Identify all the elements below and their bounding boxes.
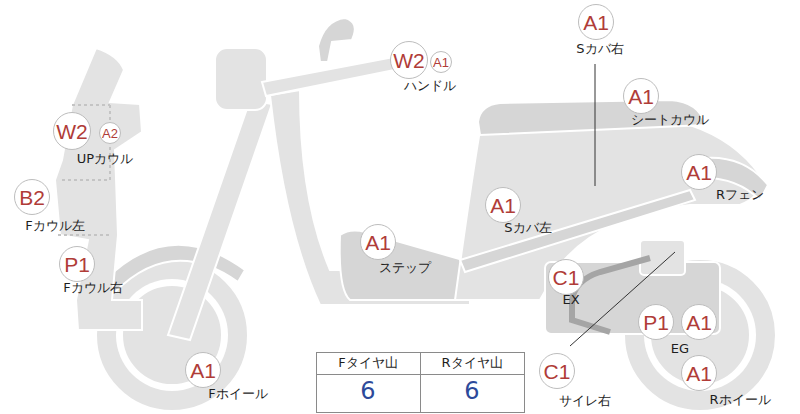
callout-code: C1	[553, 267, 580, 288]
mirror	[318, 18, 355, 62]
part-name: Fホイール	[208, 387, 267, 401]
part-name: ハンドル	[404, 79, 456, 93]
front-fender	[105, 245, 245, 292]
code-circle: A1	[185, 352, 221, 388]
code-circle: A1	[681, 355, 717, 391]
code-circle: W2	[53, 112, 91, 150]
tire-table	[317, 353, 525, 413]
callout-code: A1	[686, 312, 712, 333]
code-circle: A1	[578, 4, 614, 40]
frame-body	[270, 90, 470, 305]
table-cell: 6	[360, 378, 375, 404]
callout-code: A1	[190, 360, 216, 381]
code-circle: A1	[681, 154, 717, 190]
callout-code: C1	[544, 361, 571, 382]
part-name: Rフェン	[716, 188, 764, 202]
callout-code: B2	[19, 187, 45, 208]
part-name: Rホイール	[709, 393, 770, 407]
leader-line	[570, 252, 675, 346]
front-shield	[55, 48, 142, 330]
code-circle: A1	[360, 224, 396, 260]
front-fork	[168, 100, 272, 340]
code-circle: A2	[99, 122, 121, 144]
headlight	[215, 48, 267, 110]
callout-code: W2	[56, 121, 88, 142]
callout-code: A1	[433, 56, 449, 69]
part-name: Sカバ左	[504, 221, 551, 235]
callout-code: A1	[686, 162, 712, 183]
leader-line	[595, 64, 596, 186]
callout-code: P1	[643, 312, 669, 333]
code-circle: C1	[539, 353, 575, 389]
table-cell: Fタイヤ山	[338, 356, 397, 370]
part-name: Fカウル左	[25, 219, 84, 233]
callout-code: A1	[490, 195, 516, 216]
code-circle: A1	[430, 51, 452, 73]
callout-code: A1	[686, 363, 712, 384]
callout-code: A1	[628, 86, 654, 107]
callout-code: A1	[365, 232, 391, 253]
part-name: EG	[671, 342, 689, 356]
code-circle: P1	[59, 246, 95, 282]
code-circle: P1	[638, 304, 674, 340]
code-circle: A1	[681, 304, 717, 340]
part-name: ステップ	[379, 261, 431, 275]
part-name: サイレ右	[559, 394, 611, 408]
part-name: UPカウル	[77, 152, 133, 166]
part-name: Sカバ右	[576, 42, 623, 56]
part-name: シートカウル	[631, 113, 709, 127]
callout-code: A2	[102, 127, 118, 140]
code-circle: W2	[390, 41, 428, 79]
code-circle: C1	[548, 259, 584, 295]
code-circle: A1	[485, 187, 521, 223]
callout-code: P1	[64, 254, 90, 275]
table-cell: Rタイヤ山	[441, 356, 502, 370]
callout-code: A1	[583, 12, 609, 33]
part-name: Fカウル右	[63, 281, 122, 295]
table-rule	[420, 353, 421, 413]
table-cell: 6	[464, 378, 479, 404]
code-circle: B2	[14, 179, 50, 215]
callout-code: W2	[393, 50, 425, 71]
code-circle: A1	[623, 78, 659, 114]
engine-block	[545, 262, 720, 334]
part-name: EX	[562, 293, 579, 307]
